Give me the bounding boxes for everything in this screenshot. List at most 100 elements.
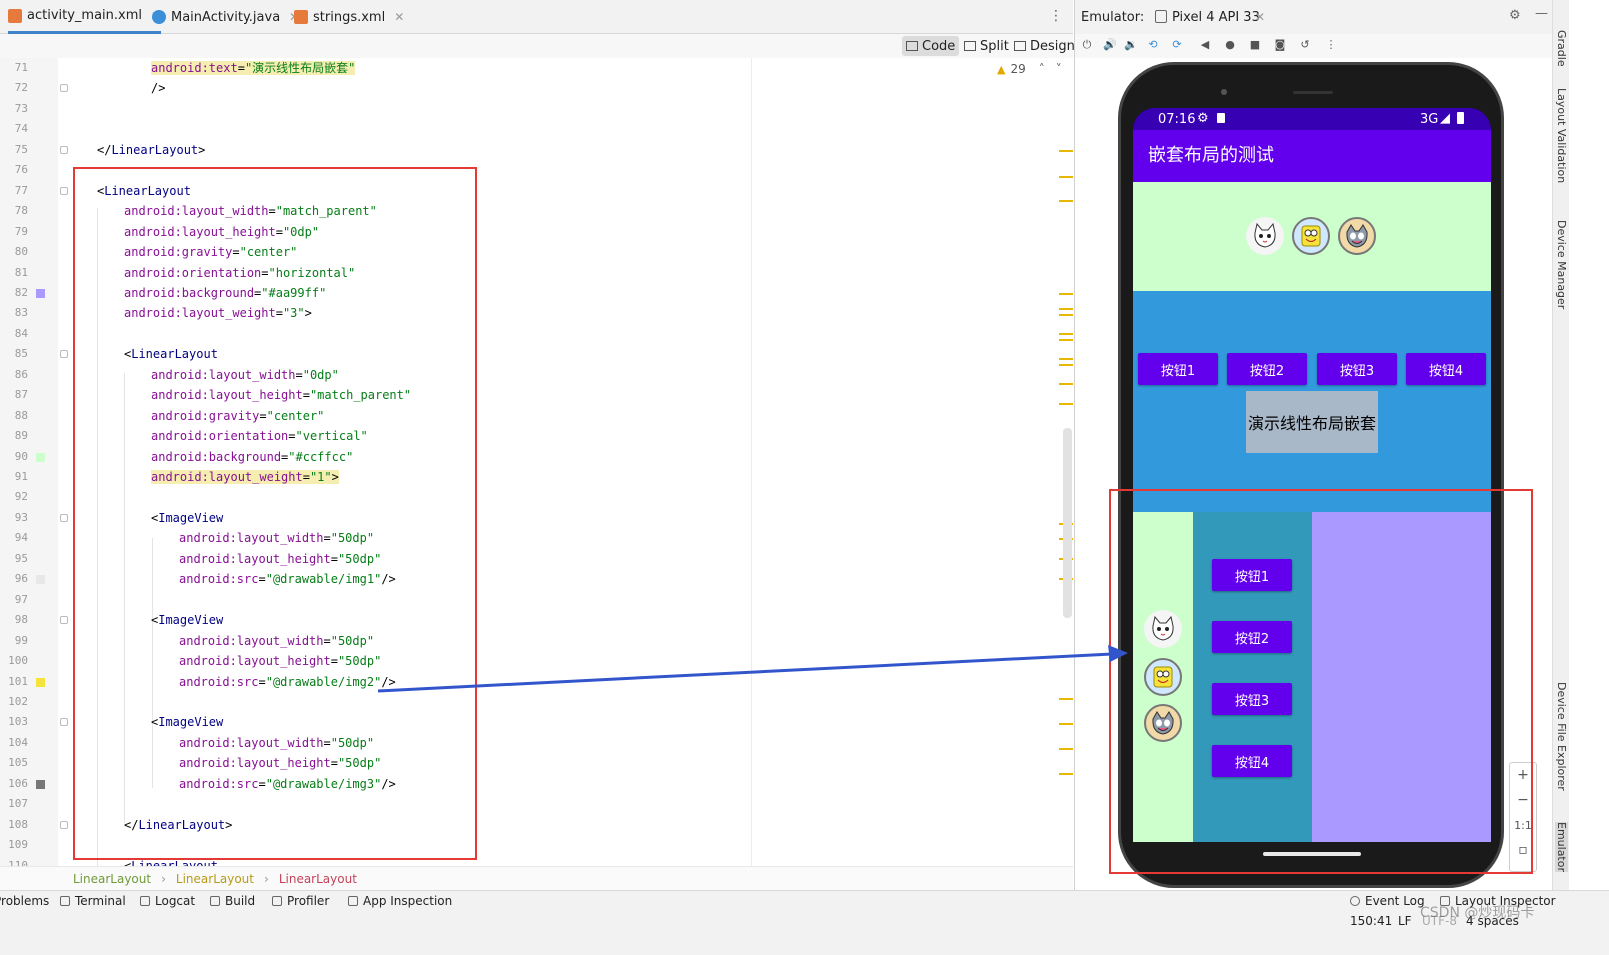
code-line[interactable]: 84: [0, 324, 1073, 344]
line-number[interactable]: 106: [8, 776, 28, 790]
code-line[interactable]: 103<ImageView: [0, 712, 1073, 732]
minimize-icon[interactable]: —: [1535, 6, 1548, 21]
warning-stripe[interactable]: [1059, 293, 1073, 295]
rotate-left-icon[interactable]: ⟲: [1148, 38, 1158, 51]
column-button-1[interactable]: 按钮1: [1212, 559, 1292, 591]
fold-marker[interactable]: [60, 820, 68, 829]
power-icon[interactable]: ⏻: [1082, 38, 1092, 51]
terminal-tab[interactable]: Terminal: [60, 894, 126, 908]
row-button-4[interactable]: 按钮4: [1406, 353, 1486, 385]
problems-tab[interactable]: Problems: [0, 894, 49, 908]
mode-design-button[interactable]: Design: [1010, 36, 1079, 56]
code-line[interactable]: 76: [0, 160, 1073, 180]
code-line[interactable]: 73: [0, 99, 1073, 119]
chevron-up-icon[interactable]: ˄: [1038, 62, 1045, 76]
line-number[interactable]: 101: [8, 674, 28, 688]
line-number[interactable]: 72: [14, 81, 28, 95]
line-number[interactable]: 89: [14, 429, 28, 443]
volume-down-icon[interactable]: 🔉: [1124, 38, 1138, 51]
line-number[interactable]: 103: [8, 715, 28, 729]
line-number[interactable]: 79: [14, 224, 28, 238]
line-number[interactable]: 78: [14, 204, 28, 218]
tab-activity-main[interactable]: activity_main.xml ✕: [8, 0, 162, 34]
breadcrumb-item[interactable]: LinearLayout: [175, 871, 254, 886]
line-number[interactable]: 75: [14, 142, 28, 156]
line-number[interactable]: 71: [14, 61, 28, 74]
file-encoding[interactable]: UTF-8: [1422, 914, 1457, 928]
vertical-scrollbar[interactable]: [1063, 428, 1072, 618]
line-separator[interactable]: LF: [1398, 914, 1412, 928]
line-number[interactable]: 94: [14, 531, 28, 545]
line-number[interactable]: 104: [8, 735, 28, 749]
line-number[interactable]: 82: [14, 285, 28, 299]
warning-stripe[interactable]: [1059, 308, 1073, 310]
warning-stripe[interactable]: [1059, 358, 1073, 360]
line-number[interactable]: 85: [14, 347, 28, 361]
zoom-actual-size-button[interactable]: 1:1: [1514, 819, 1532, 832]
gesture-nav-bar[interactable]: [1263, 852, 1361, 856]
line-number[interactable]: 77: [14, 183, 28, 197]
more-options-icon[interactable]: ⋮: [1049, 8, 1063, 24]
tab-main-activity[interactable]: MainActivity.java ✕: [152, 0, 299, 34]
build-tab[interactable]: Build: [210, 894, 255, 908]
row-button-1[interactable]: 按钮1: [1138, 353, 1218, 385]
gradle-panel-tab[interactable]: Gradle: [1555, 30, 1568, 67]
layout-validation-panel-tab[interactable]: Layout Validation: [1555, 88, 1568, 184]
warning-stripe[interactable]: [1059, 314, 1073, 316]
line-number[interactable]: 105: [8, 756, 28, 770]
fold-marker[interactable]: [60, 718, 68, 727]
line-number[interactable]: 91: [14, 470, 28, 483]
color-swatch-icon[interactable]: [36, 452, 45, 462]
warning-stripe[interactable]: [1059, 150, 1073, 152]
code-line[interactable]: 98<ImageView: [0, 610, 1073, 630]
code-line[interactable]: 93<ImageView: [0, 508, 1073, 528]
line-number[interactable]: 102: [8, 694, 28, 708]
breadcrumb-item[interactable]: LinearLayout: [73, 871, 152, 886]
zoom-in-icon[interactable]: +: [1517, 767, 1529, 783]
line-number[interactable]: 81: [14, 265, 28, 279]
warning-stripe[interactable]: [1059, 698, 1073, 700]
inspection-widget[interactable]: ▲ 29 ˄ ˅: [997, 62, 1062, 76]
code-line[interactable]: 77<LinearLayout: [0, 181, 1073, 201]
fold-marker[interactable]: [60, 350, 68, 359]
line-number[interactable]: 100: [8, 654, 28, 668]
line-number[interactable]: 86: [14, 367, 28, 381]
warning-stripe[interactable]: [1059, 748, 1073, 750]
line-number[interactable]: 76: [14, 163, 28, 177]
back-icon[interactable]: ◀: [1200, 38, 1210, 51]
line-number[interactable]: 108: [8, 817, 28, 831]
warning-stripe[interactable]: [1059, 383, 1073, 385]
row-button-2[interactable]: 按钮2: [1227, 353, 1307, 385]
code-line[interactable]: 109: [0, 835, 1073, 855]
rotate-right-icon[interactable]: ⟳: [1172, 38, 1182, 51]
line-number[interactable]: 80: [14, 245, 28, 259]
line-number[interactable]: 96: [14, 572, 28, 586]
code-line[interactable]: 97: [0, 590, 1073, 610]
line-number[interactable]: 88: [14, 408, 28, 422]
code-line[interactable]: 107: [0, 794, 1073, 814]
warning-stripe[interactable]: [1059, 333, 1073, 335]
code-line[interactable]: 102: [0, 692, 1073, 712]
event-log-tab[interactable]: Event Log: [1350, 894, 1425, 908]
warning-stripe[interactable]: [1059, 723, 1073, 725]
line-number[interactable]: 107: [8, 797, 28, 811]
row-button-3[interactable]: 按钮3: [1317, 353, 1397, 385]
snapshot-icon[interactable]: ↺: [1300, 38, 1310, 51]
indent-setting[interactable]: 4 spaces: [1466, 914, 1519, 928]
line-number[interactable]: 97: [14, 592, 28, 606]
column-button-3[interactable]: 按钮3: [1212, 683, 1292, 715]
